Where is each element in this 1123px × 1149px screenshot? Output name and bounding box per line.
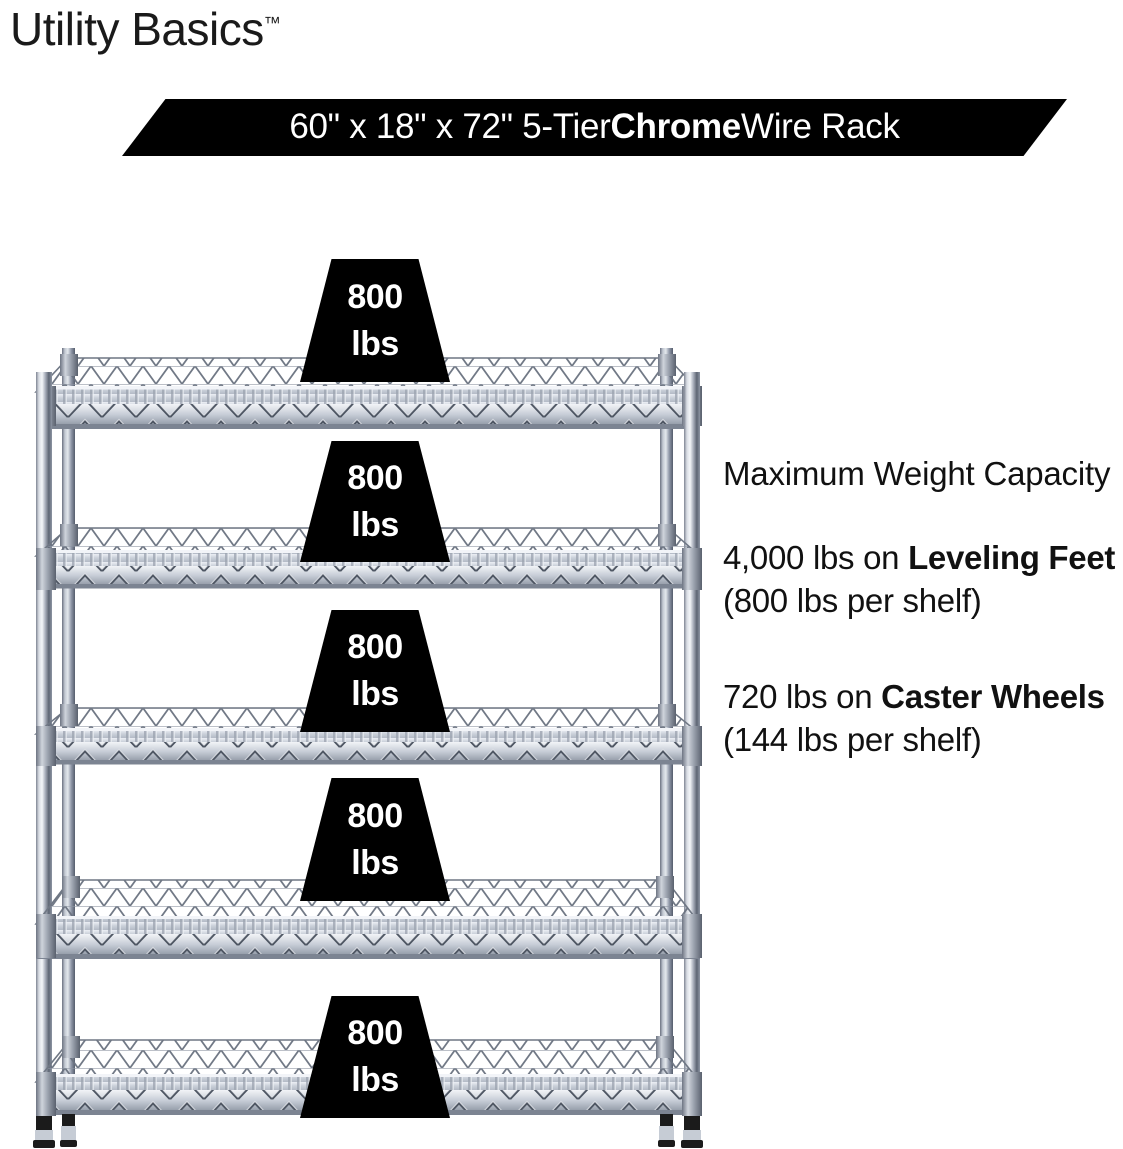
leveling-feet xyxy=(33,1114,703,1148)
weight-badge-2-number: 800 xyxy=(347,458,403,497)
weight-badge-1-unit: lbs xyxy=(351,324,399,363)
banner-text-after: Wire Rack xyxy=(740,106,900,146)
foot-front-right xyxy=(684,1116,700,1132)
leveling-feet-capacity: 4,000 lbs on Leveling Feet (800 lbs per … xyxy=(723,536,1123,623)
shelf-2-truss xyxy=(36,566,700,586)
foot-front-left xyxy=(36,1116,52,1132)
weight-badge-4-unit: lbs xyxy=(351,843,399,882)
shelf-3-collar-right xyxy=(682,726,702,766)
caster-wheels-post: (144 lbs per shelf) xyxy=(723,721,982,759)
weight-badge-5-unit: lbs xyxy=(351,1061,399,1099)
weight-badge-5-number: 800 xyxy=(347,1014,403,1053)
shelf-4-truss xyxy=(36,934,700,956)
shelf-3-collar-left xyxy=(36,726,56,766)
shelf-4-top-mesh xyxy=(36,880,700,924)
weight-badge-4-number: 800 xyxy=(347,796,403,835)
banner-text-before: 60" x 18" x 72" 5-Tier xyxy=(289,106,611,146)
caster-wheels-bold: Caster Wheels xyxy=(881,677,1105,715)
shelf-4 xyxy=(34,876,702,959)
shelf-3-deck xyxy=(36,730,700,744)
info-heading: Maximum Weight Capacity xyxy=(723,455,1111,492)
shelf-3-truss xyxy=(36,742,700,762)
weight-badge-3-unit: lbs xyxy=(351,675,399,713)
weight-badge-shelf-1: 800 lbs xyxy=(300,259,450,382)
shelf-5-collar-right xyxy=(682,1072,702,1116)
brand-name: Utility Basics xyxy=(10,3,264,55)
leveling-feet-pre: 4,000 lbs on xyxy=(723,538,909,576)
banner-text-bold: Chrome xyxy=(610,106,742,146)
foot-back-left xyxy=(62,1114,75,1128)
foot-back-right xyxy=(660,1114,673,1128)
caster-wheels-pre: 720 lbs on xyxy=(723,677,882,715)
caster-wheels-capacity: 720 lbs on Caster Wheels (144 lbs per sh… xyxy=(723,675,1123,762)
shelf-1-truss xyxy=(36,404,700,426)
brand-logo: Utility Basics™ xyxy=(10,2,281,56)
shelf-4-collar-right xyxy=(682,914,702,958)
weight-badge-3-number: 800 xyxy=(347,628,403,667)
leveling-feet-post: (800 lbs per shelf) xyxy=(723,582,982,620)
shelf-2-collar-right xyxy=(682,548,702,590)
title-banner: 60" x 18" x 72" 5-Tier Chrome Wire Rack xyxy=(122,99,1067,156)
title-banner-text: 60" x 18" x 72" 5-Tier Chrome Wire Rack xyxy=(122,99,1067,156)
shelf-2-collar-left xyxy=(36,548,56,590)
trademark-symbol: ™ xyxy=(263,13,281,33)
weight-badge-1-number: 800 xyxy=(347,277,403,316)
shelf-4-deck xyxy=(36,918,700,936)
weight-capacity-info: Maximum Weight Capacity 4,000 lbs on Lev… xyxy=(723,452,1123,762)
leveling-feet-bold: Leveling Feet xyxy=(908,538,1116,576)
weight-badge-2-unit: lbs xyxy=(351,505,399,544)
shelf-1-deck xyxy=(36,388,700,408)
shelf-4-collar-left xyxy=(36,914,56,958)
shelf-5-collar-left xyxy=(36,1072,56,1116)
